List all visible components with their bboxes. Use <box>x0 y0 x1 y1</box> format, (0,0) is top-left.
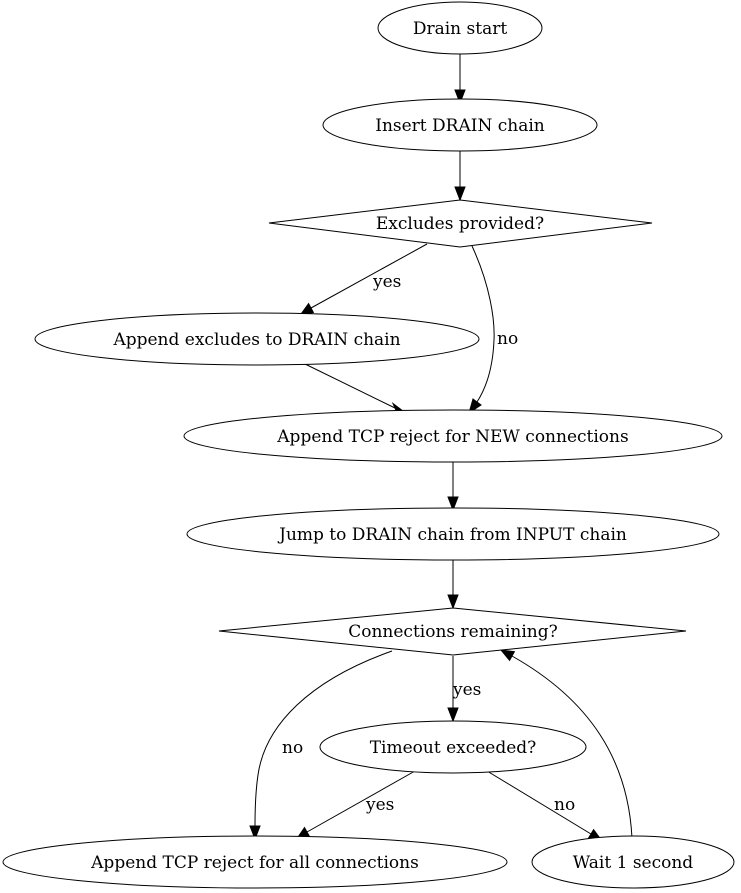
node-append-tcp-all-label: Append TCP reject for all connections <box>90 853 419 873</box>
node-drain-start-label: Drain start <box>413 19 507 39</box>
node-append-excludes: Append excludes to DRAIN chain <box>34 312 480 366</box>
edge-label-excludes-no: no <box>497 329 518 349</box>
node-timeout-exceeded: Timeout exceeded? <box>319 720 587 774</box>
edge-timeout-no <box>486 770 604 842</box>
edge-excludes-yes <box>298 243 428 317</box>
node-jump-drain: Jump to DRAIN chain from INPUT chain <box>186 507 720 561</box>
node-append-excludes-label: Append excludes to DRAIN chain <box>112 330 400 350</box>
node-timeout-exceeded-label: Timeout exceeded? <box>370 738 537 758</box>
edge-start-to-insert <box>454 54 466 105</box>
node-excludes-provided-label: Excludes provided? <box>376 214 544 234</box>
node-connections-remaining: Connections remaining? <box>218 607 687 656</box>
edge-connections-yes <box>447 656 459 723</box>
node-wait-1-second-label: Wait 1 second <box>573 853 694 873</box>
edge-timeout-yes <box>294 770 416 841</box>
edge-label-timeout-no: no <box>554 795 575 815</box>
node-append-tcp-all: Append TCP reject for all connections <box>2 835 508 889</box>
node-connections-remaining-label: Connections remaining? <box>348 622 558 642</box>
edge-label-connections-no: no <box>282 738 303 758</box>
edge-tcp-new-to-jump <box>447 461 459 512</box>
edge-insert-to-excludes <box>454 151 466 202</box>
node-insert-drain-chain-label: Insert DRAIN chain <box>375 116 545 136</box>
edge-labels: yes no yes no yes no <box>282 272 575 815</box>
edge-excludes-no <box>468 245 495 415</box>
node-drain-start: Drain start <box>377 1 543 55</box>
edges <box>249 54 633 842</box>
edge-jump-to-connections <box>447 559 459 610</box>
node-append-tcp-new-label: Append TCP reject for NEW connections <box>276 427 628 447</box>
node-excludes-provided: Excludes provided? <box>268 199 653 248</box>
edge-label-excludes-yes: yes <box>372 272 401 292</box>
node-insert-drain-chain: Insert DRAIN chain <box>322 98 598 152</box>
edge-connections-no <box>249 650 393 841</box>
node-jump-drain-label: Jump to DRAIN chain from INPUT chain <box>277 525 627 545</box>
edge-label-connections-yes: yes <box>452 680 481 700</box>
node-wait-1-second: Wait 1 second <box>531 835 735 889</box>
edge-excludes-append-to-tcp-new <box>302 362 408 415</box>
edge-label-timeout-yes: yes <box>365 795 394 815</box>
node-append-tcp-new: Append TCP reject for NEW connections <box>183 409 723 463</box>
edge-wait-to-connections <box>499 649 633 839</box>
